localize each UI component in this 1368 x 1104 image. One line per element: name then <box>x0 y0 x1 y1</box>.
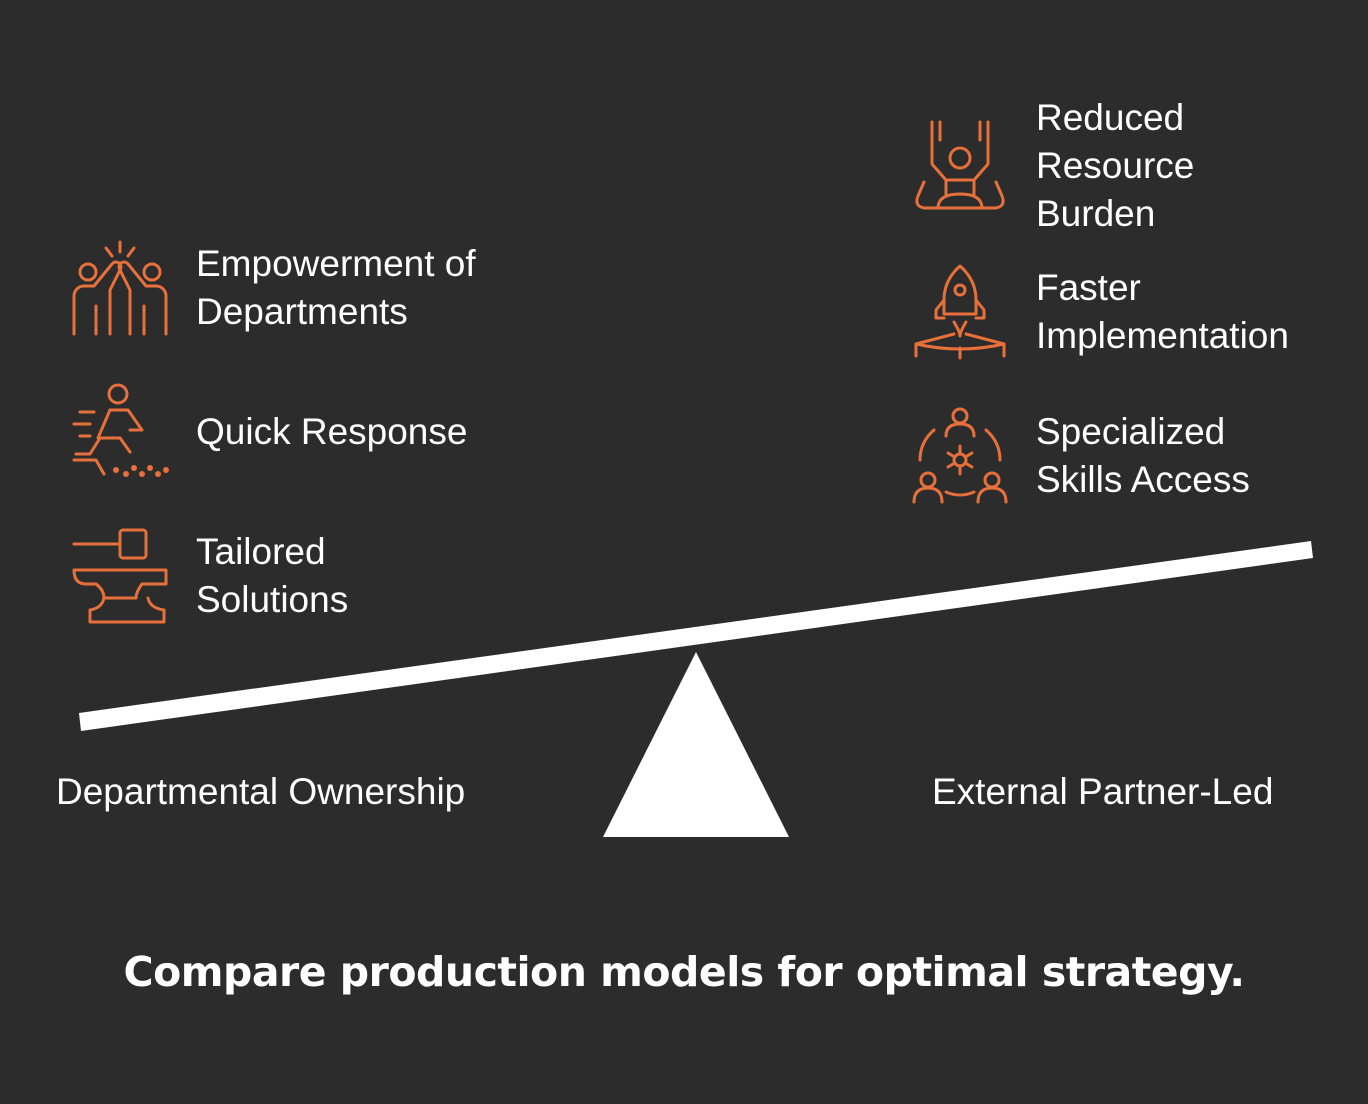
person-lifted-icon <box>910 116 1010 216</box>
left-side-label: Departmental Ownership <box>56 771 466 812</box>
right-item-specialized: Specialized Skills Access <box>910 406 1250 506</box>
right-side-label: External Partner-Led <box>932 771 1274 812</box>
right-item-label: Faster Implementation <box>1036 267 1289 356</box>
right-item-faster: Faster Implementation <box>910 262 1289 362</box>
rocket-launch-icon <box>910 262 1010 362</box>
anvil-hammer-icon <box>70 526 170 626</box>
left-item-empowerment: Empowerment of Departments <box>70 238 476 338</box>
caption: Compare production models for optimal st… <box>123 948 1246 996</box>
right-item-label: Reduced Resource Burden <box>1036 97 1195 234</box>
high-five-icon <box>70 238 170 338</box>
left-item-label: Empowerment of Departments <box>196 243 476 332</box>
scale-fulcrum <box>603 652 789 837</box>
team-expertise-icon <box>910 406 1010 506</box>
scale-beam <box>79 541 1313 731</box>
right-item-reduced-burden: Reduced Resource Burden <box>910 94 1194 238</box>
right-item-label: Specialized Skills Access <box>1036 411 1250 500</box>
left-item-label: Quick Response <box>196 411 468 452</box>
left-item-tailored: Tailored Solutions <box>70 526 348 626</box>
left-item-label: Tailored Solutions <box>196 531 349 620</box>
left-item-quick-response: Quick Response <box>70 382 467 482</box>
running-person-icon <box>70 382 170 482</box>
